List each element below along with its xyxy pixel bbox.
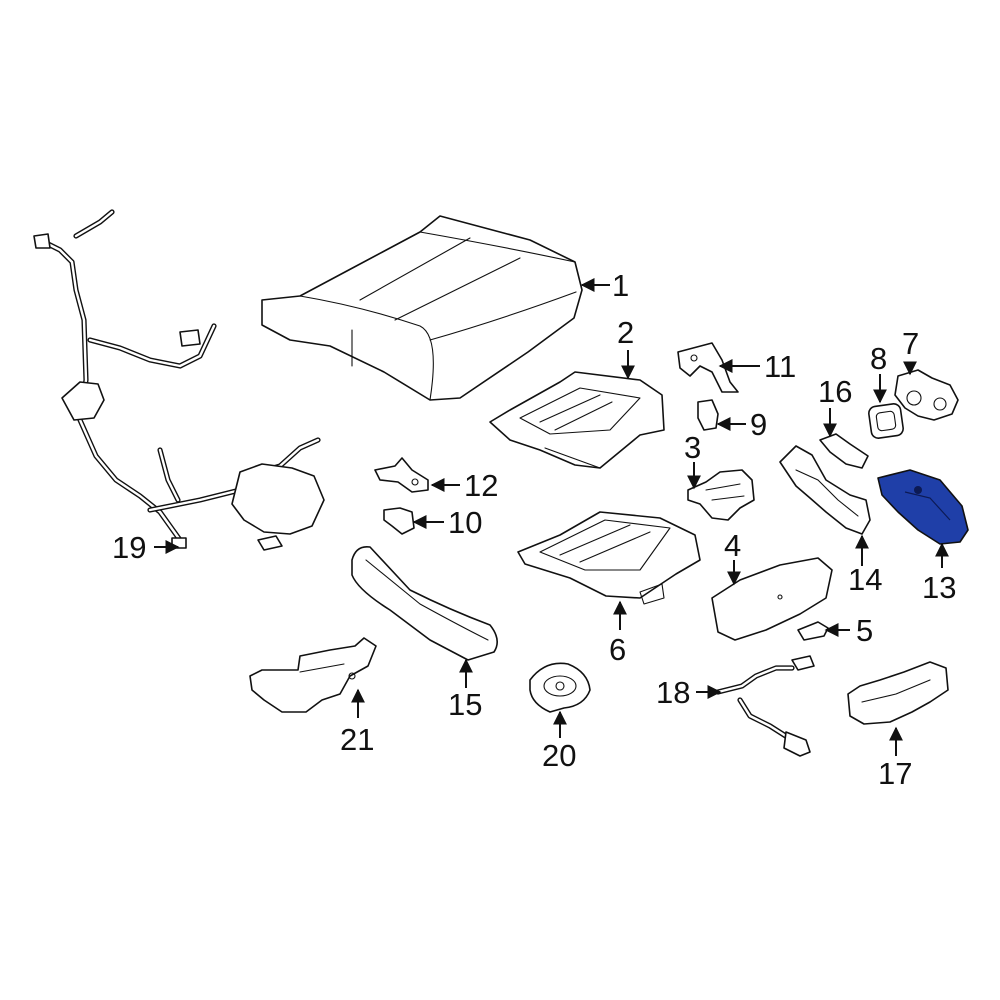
callout-8: 8: [870, 341, 887, 376]
callout-9: 9: [750, 407, 767, 442]
callout-14: 14: [848, 562, 882, 597]
part-5-connector[interactable]: [797, 621, 829, 641]
part-20-round-motor[interactable]: [529, 662, 591, 713]
callout-13: 13: [922, 570, 956, 605]
part-18-cable[interactable]: [715, 655, 815, 757]
part-6-seat-frame[interactable]: [517, 511, 701, 605]
part-13-trim-highlighted[interactable]: [877, 469, 969, 545]
callout-labels: 1 2 3 4 5 6 7 8 9 10 11 12 13 14 15 16 1…: [112, 268, 956, 791]
part-15-side-panel[interactable]: [351, 545, 498, 661]
callout-19: 19: [112, 530, 146, 565]
part-21-hinge[interactable]: [249, 637, 377, 713]
part-2-seat-pan[interactable]: [489, 371, 665, 469]
callout-12: 12: [464, 468, 498, 503]
callout-4: 4: [724, 528, 741, 563]
part-17-bracket-assembly[interactable]: [847, 661, 949, 725]
part-12-bracket[interactable]: [374, 457, 429, 493]
callout-7: 7: [902, 326, 919, 361]
part-3-latch[interactable]: [687, 469, 755, 521]
part-16-lever[interactable]: [819, 433, 869, 469]
part-19-harness[interactable]: [33, 209, 325, 551]
part-10-clip[interactable]: [383, 507, 415, 535]
part-1-seat-cushion[interactable]: [261, 215, 583, 401]
callout-10: 10: [448, 505, 482, 540]
callout-18: 18: [656, 675, 690, 710]
callout-20: 20: [542, 738, 576, 773]
part-11-bracket[interactable]: [677, 342, 739, 393]
callout-21: 21: [340, 722, 374, 757]
callout-5: 5: [856, 613, 873, 648]
part-9-clip[interactable]: [697, 399, 719, 431]
callout-17: 17: [878, 756, 912, 791]
callout-11: 11: [764, 349, 796, 384]
part-14-side-shield[interactable]: [779, 445, 871, 535]
callout-leaders: [154, 278, 949, 756]
callout-16: 16: [818, 374, 852, 409]
callout-3: 3: [684, 430, 701, 465]
part-4-cover-panel[interactable]: [711, 557, 833, 641]
part-8-cap[interactable]: [868, 403, 904, 439]
callout-15: 15: [448, 687, 482, 722]
callout-1: 1: [612, 268, 629, 303]
part-7-motor[interactable]: [894, 369, 959, 421]
callout-2: 2: [617, 315, 634, 350]
callout-6: 6: [609, 632, 626, 667]
